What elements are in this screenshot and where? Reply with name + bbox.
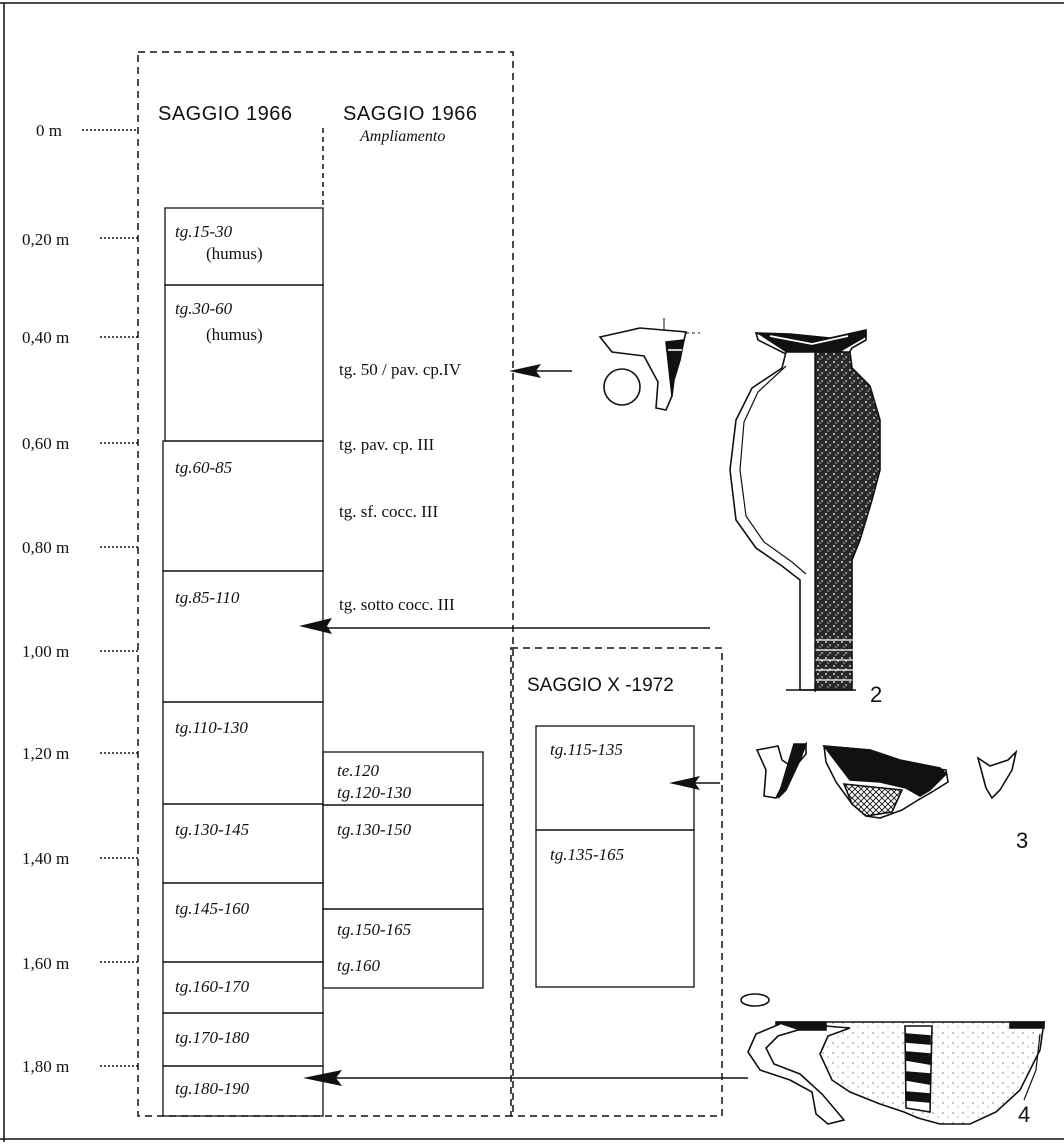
svg-text:0,60 m: 0,60 m	[22, 434, 69, 453]
layer-label: tg.115-135	[550, 740, 623, 759]
depth-tick: 1,80 m	[22, 1057, 138, 1076]
heading-saggio-x: SAGGIO X -1972	[527, 675, 674, 696]
layer-box	[322, 908, 484, 989]
arrow-find-1	[509, 364, 572, 378]
svg-text:1,80 m: 1,80 m	[22, 1057, 69, 1076]
layer-note: tg. sotto cocc. III	[339, 595, 455, 614]
arrow-find-4	[303, 1070, 748, 1086]
layer-note: tg. pav. cp. III	[339, 435, 435, 454]
layer-label: tg.160	[337, 956, 380, 975]
layer-note: (humus)	[206, 325, 263, 344]
layer-label: tg.170-180	[175, 1028, 250, 1047]
arrow-find-3	[669, 776, 720, 790]
layer-box	[535, 829, 695, 988]
depth-tick: 0,40 m	[22, 328, 138, 347]
layer-label: tg.180-190	[175, 1079, 250, 1098]
layer-box	[162, 803, 324, 884]
layer-note: tg. sf. cocc. III	[339, 502, 438, 521]
layer-note: (humus)	[206, 244, 263, 263]
svg-text:1,40 m: 1,40 m	[22, 849, 69, 868]
svg-text:1,20 m: 1,20 m	[22, 744, 69, 763]
depth-tick: 1,20 m	[22, 744, 138, 763]
saggio-x-boundary	[510, 647, 723, 1117]
layer-label: tg.110-130	[175, 718, 248, 737]
depth-tick: 1,00 m	[22, 642, 138, 661]
depth-tick: 1,40 m	[22, 849, 138, 868]
depth-scale: 0 m 0,20 m 0,40 m 0,60 m 0,80 m 1,00 m 1…	[22, 121, 138, 1076]
layer-label: tg.130-150	[337, 820, 412, 839]
ampliamento-column	[322, 751, 484, 989]
heading-saggio-1966: SAGGIO 1966	[158, 103, 292, 125]
find-4-drawing	[740, 993, 1045, 1125]
layer-note: tg. 50 / pav. cp.IV	[339, 360, 462, 379]
find-number: 2	[870, 682, 882, 707]
layer-label: tg.145-160	[175, 899, 250, 918]
svg-text:0,80 m: 0,80 m	[22, 538, 69, 557]
ampliamento-notes: tg. 50 / pav. cp.IV tg. pav. cp. III tg.…	[339, 360, 462, 614]
saggio-1966-column	[162, 207, 324, 1117]
saggio-1966-labels: tg.15-30 (humus) tg.30-60 (humus) tg.60-…	[175, 222, 263, 1098]
find-number: 3	[1016, 828, 1028, 853]
sondage-boundaries	[137, 51, 723, 1117]
depth-tick: 0,60 m	[22, 434, 138, 453]
svg-text:0,40 m: 0,40 m	[22, 328, 69, 347]
heading-ampliamento: Ampliamento	[359, 128, 445, 145]
layer-label: tg.85-110	[175, 588, 240, 607]
depth-tick: 0,80 m	[22, 538, 138, 557]
layer-box	[162, 1065, 324, 1117]
find-3-drawing	[755, 741, 1018, 819]
svg-text:0,20 m: 0,20 m	[22, 230, 69, 249]
layer-label: tg.135-165	[550, 845, 624, 864]
find-number: 4	[1018, 1102, 1030, 1127]
layer-label: tg.150-165	[337, 920, 411, 939]
find-2-drawing	[729, 348, 881, 692]
svg-text:1,60 m: 1,60 m	[22, 954, 69, 973]
find-arrows	[299, 364, 748, 1086]
saggio-x-labels: tg.115-135 tg.135-165	[550, 740, 624, 864]
svg-text:1,00 m: 1,00 m	[22, 642, 69, 661]
ampliamento-labels: te.120 tg.120-130 tg.130-150 tg.150-165 …	[337, 761, 412, 975]
layer-label: tg.15-30	[175, 222, 233, 241]
heading-saggio-1966-ampl: SAGGIO 1966	[343, 103, 477, 125]
layer-label: tg.160-170	[175, 977, 250, 996]
svg-text:0 m: 0 m	[36, 121, 62, 140]
layer-box	[162, 882, 324, 963]
layer-label: tg.60-85	[175, 458, 232, 477]
layer-label: tg.120-130	[337, 783, 412, 802]
arrow-find-2	[299, 618, 710, 634]
depth-tick: 0,20 m	[22, 230, 138, 249]
layer-label: tg.130-145	[175, 820, 249, 839]
layer-label: tg.30-60	[175, 299, 233, 318]
saggio-1966-boundary	[137, 51, 514, 1117]
layer-label: te.120	[337, 761, 380, 780]
depth-tick: 0 m	[36, 121, 138, 140]
depth-tick: 1,60 m	[22, 954, 138, 973]
